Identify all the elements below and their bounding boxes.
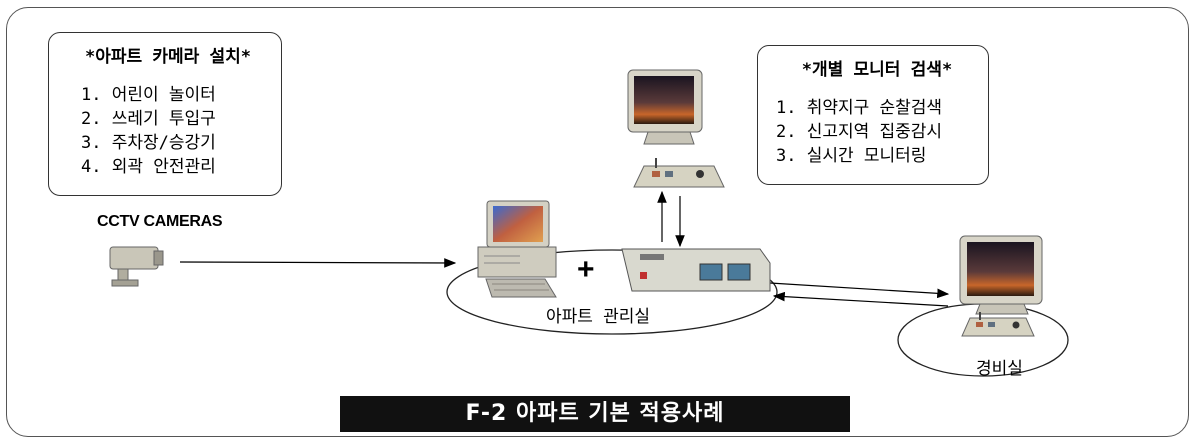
management-room-label: 아파트 관리실 bbox=[546, 307, 651, 327]
pc-workstation-icon bbox=[477, 200, 557, 298]
camera-install-list: 1. 어린이 놀이터 2. 쓰레기 투입구 3. 주차장/승강기 4. 외곽 안… bbox=[69, 83, 267, 179]
keyboard-controller-icon bbox=[961, 312, 1035, 337]
monitor-search-title: *개별 모니터 검색* bbox=[801, 60, 953, 80]
to-guard-arrow bbox=[769, 282, 950, 299]
keyboard-controller-icon bbox=[633, 158, 725, 188]
video-switcher-icon bbox=[621, 248, 771, 292]
list-item: 4. 외곽 안전관리 bbox=[81, 157, 216, 177]
guard-room-label: 경비실 bbox=[976, 359, 1023, 379]
list-item: 2. 쓰레기 투입구 bbox=[81, 109, 216, 129]
plus-sign: + bbox=[577, 253, 595, 286]
camera-install-note: *아파트 카메라 설치* 1. 어린이 놀이터 2. 쓰레기 투입구 3. 주차… bbox=[48, 32, 282, 196]
monitor-search-list: 1. 취약지구 순찰검색 2. 신고지역 집중감시 3. 실시간 모니터링 bbox=[776, 96, 978, 168]
monitor-icon bbox=[627, 69, 703, 145]
list-item: 3. 실시간 모니터링 bbox=[776, 146, 927, 166]
list-item: 3. 주차장/승강기 bbox=[81, 133, 216, 153]
from-guard-arrow bbox=[772, 291, 949, 307]
cctv-cameras-label: CCTV CAMERAS bbox=[97, 213, 223, 230]
list-item: 2. 신고지역 집중감시 bbox=[776, 122, 943, 142]
diagram-frame bbox=[6, 7, 1189, 437]
monitor-icon bbox=[959, 235, 1043, 315]
figure-caption-banner: F-2 아파트 기본 적용사례 bbox=[340, 396, 850, 432]
camera-install-title: *아파트 카메라 설치* bbox=[84, 47, 252, 67]
monitor-search-note: *개별 모니터 검색* 1. 취약지구 순찰검색 2. 신고지역 집중감시 3.… bbox=[757, 45, 989, 185]
list-item: 1. 취약지구 순찰검색 bbox=[776, 98, 943, 118]
camera-to-pc-arrow bbox=[179, 258, 457, 268]
cctv-camera-icon bbox=[109, 246, 164, 287]
list-item: 1. 어린이 놀이터 bbox=[81, 85, 216, 105]
